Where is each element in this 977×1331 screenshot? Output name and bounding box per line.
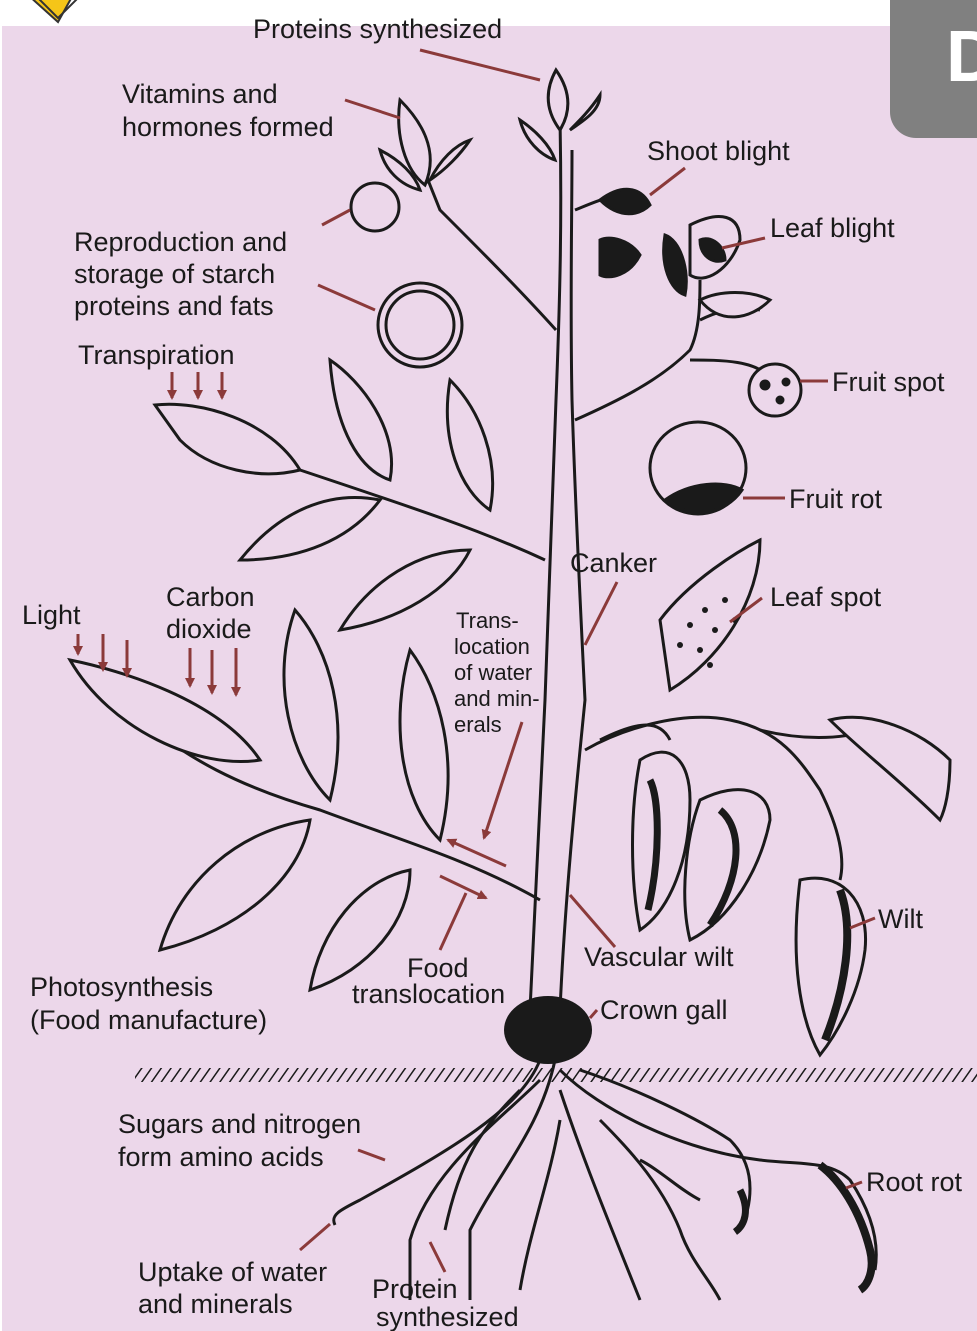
label-leaf-blight: Leaf blight [770, 213, 895, 243]
label-photosynthesis-line2: (Food manufacture) [30, 1005, 267, 1035]
arrow-uptake [300, 1224, 330, 1250]
label-translocation-line5: erals [454, 712, 502, 737]
label-reproduction-line1: Reproduction and [74, 227, 287, 257]
label-reproduction-line3: proteins and fats [74, 291, 274, 321]
soil-line [135, 1068, 977, 1082]
label-root-rot: Root rot [866, 1167, 963, 1197]
label-uptake-line2: and minerals [138, 1289, 293, 1319]
label-translocation-line1: Trans- [456, 608, 519, 633]
arrow-flower [322, 210, 350, 225]
translocation-arrow [484, 722, 522, 838]
root-system [334, 1060, 877, 1300]
label-photosynthesis-line1: Photosynthesis [30, 972, 213, 1002]
label-fruit-spot: Fruit spot [832, 367, 945, 397]
label-transpiration: Transpiration [78, 340, 235, 370]
label-fruit-rot: Fruit rot [789, 484, 883, 514]
label-sugars-line2: form amino acids [118, 1142, 324, 1172]
label-leaf-spot: Leaf spot [770, 582, 882, 612]
label-protein-root-line1: Protein [372, 1274, 458, 1304]
label-vascular-wilt: Vascular wilt [584, 942, 734, 972]
arrow-vitamins [345, 100, 400, 118]
crown-gall-shape [504, 996, 592, 1064]
label-protein-root-line2: synthesized [376, 1302, 519, 1331]
arrow-shoot-blight [650, 168, 685, 195]
arrow-protein-root [430, 1242, 445, 1272]
label-vitamins-line2: hormones formed [122, 112, 334, 142]
label-shoot-blight: Shoot blight [647, 136, 790, 166]
label-uptake-line1: Uptake of water [138, 1257, 327, 1287]
arrow-canker [585, 582, 617, 645]
label-translocation-line3: of water [454, 660, 532, 685]
label-food-line2: translocation [352, 979, 505, 1009]
arrow-crown-gall [590, 1010, 597, 1018]
arrow-reproduction [318, 285, 375, 310]
leaves [70, 70, 950, 990]
food-arrow-up [440, 893, 466, 950]
label-vitamins-line1: Vitamins and [122, 79, 278, 109]
label-crown-gall: Crown gall [600, 995, 728, 1025]
label-proteins-synthesized: Proteins synthesized [253, 14, 502, 44]
translocation-arrow-head [448, 840, 506, 866]
food-arrow [440, 876, 486, 898]
label-wilt: Wilt [878, 904, 923, 934]
label-translocation-line2: location [454, 634, 530, 659]
label-translocation-line4: and min- [454, 686, 540, 711]
label-canker: Canker [570, 548, 657, 578]
arrow-sugars [358, 1150, 385, 1160]
label-carbon-line2: dioxide [166, 614, 252, 644]
label-light: Light [22, 600, 81, 630]
label-carbon-line1: Carbon [166, 582, 255, 612]
labels: Proteins synthesized Vitamins and hormon… [22, 14, 963, 1331]
arrow-vascular-wilt [570, 895, 615, 947]
root-rot-lesion-2 [735, 1190, 745, 1232]
root-rot-lesion [820, 1165, 872, 1290]
label-reproduction-line2: storage of starch [74, 259, 275, 289]
arrow-proteins [420, 50, 540, 80]
label-sugars-line1: Sugars and nitrogen [118, 1109, 361, 1139]
